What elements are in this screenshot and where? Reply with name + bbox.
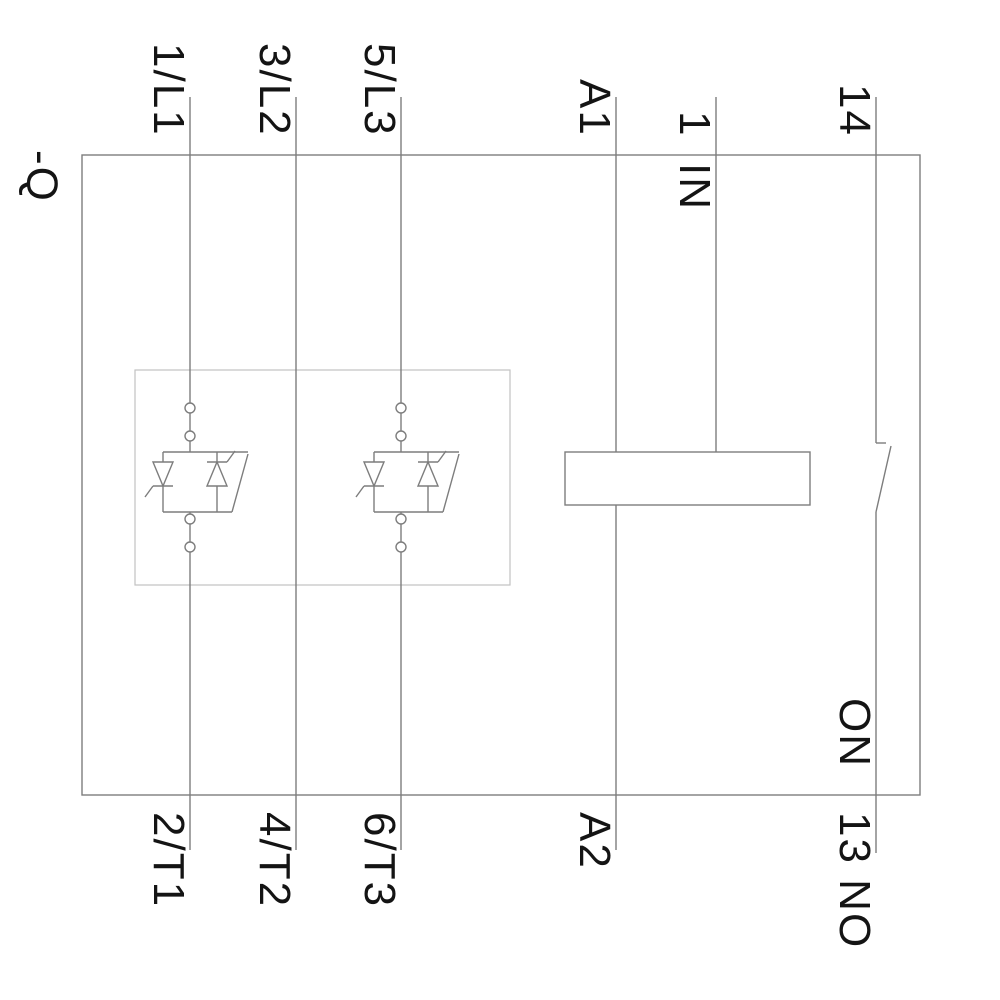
- terminal-label-13NO: 13 NO: [830, 812, 879, 950]
- scr-l3-forward-gate: [355, 485, 365, 498]
- bypass-contact-l3: [442, 453, 460, 513]
- scr-l1-reverse-gate: [226, 450, 236, 463]
- device-outline: [81, 154, 921, 796]
- terminal-label-5L3: 5/L3: [355, 43, 404, 137]
- scr-l3-reverse-gate: [437, 450, 447, 463]
- control-unit-box: [564, 451, 811, 506]
- terminal-label-4T2: 4/T2: [250, 812, 299, 909]
- main-conductors: [189, 97, 877, 853]
- scr-l1-forward-icon: [151, 461, 175, 488]
- scr-l1-reverse-icon: [205, 460, 229, 487]
- thyristor-module-l1: [144, 402, 249, 553]
- terminal-label-3L2: 3/L2: [250, 43, 299, 137]
- thyristor-module-l3: [355, 402, 460, 553]
- scr-l3-reverse-icon: [416, 460, 440, 487]
- terminal-label-1L1: 1/L1: [144, 43, 193, 137]
- input-function-label: IN: [670, 163, 719, 211]
- clamp-terminals-l1: [184, 402, 196, 553]
- scr-l3-forward-icon: [362, 461, 386, 488]
- bypass-contact-l1: [231, 453, 249, 513]
- on-contact-label: ON: [830, 698, 879, 768]
- terminal-label-A1: A1: [570, 79, 619, 137]
- scr-l1-forward-gate: [144, 485, 154, 498]
- clamp-terminals-l3: [395, 402, 407, 553]
- thyristor-module-enclosure: [134, 369, 511, 586]
- terminal-label-2T1: 2/T1: [144, 812, 193, 909]
- device-designation-label: -Q: [17, 150, 66, 203]
- terminal-label-1: 1: [670, 110, 719, 137]
- terminal-label-14: 14: [830, 84, 879, 137]
- terminal-label-A2: A2: [570, 812, 619, 870]
- terminal-label-6T3: 6/T3: [355, 812, 404, 909]
- no-contact-13-14: [875, 442, 892, 513]
